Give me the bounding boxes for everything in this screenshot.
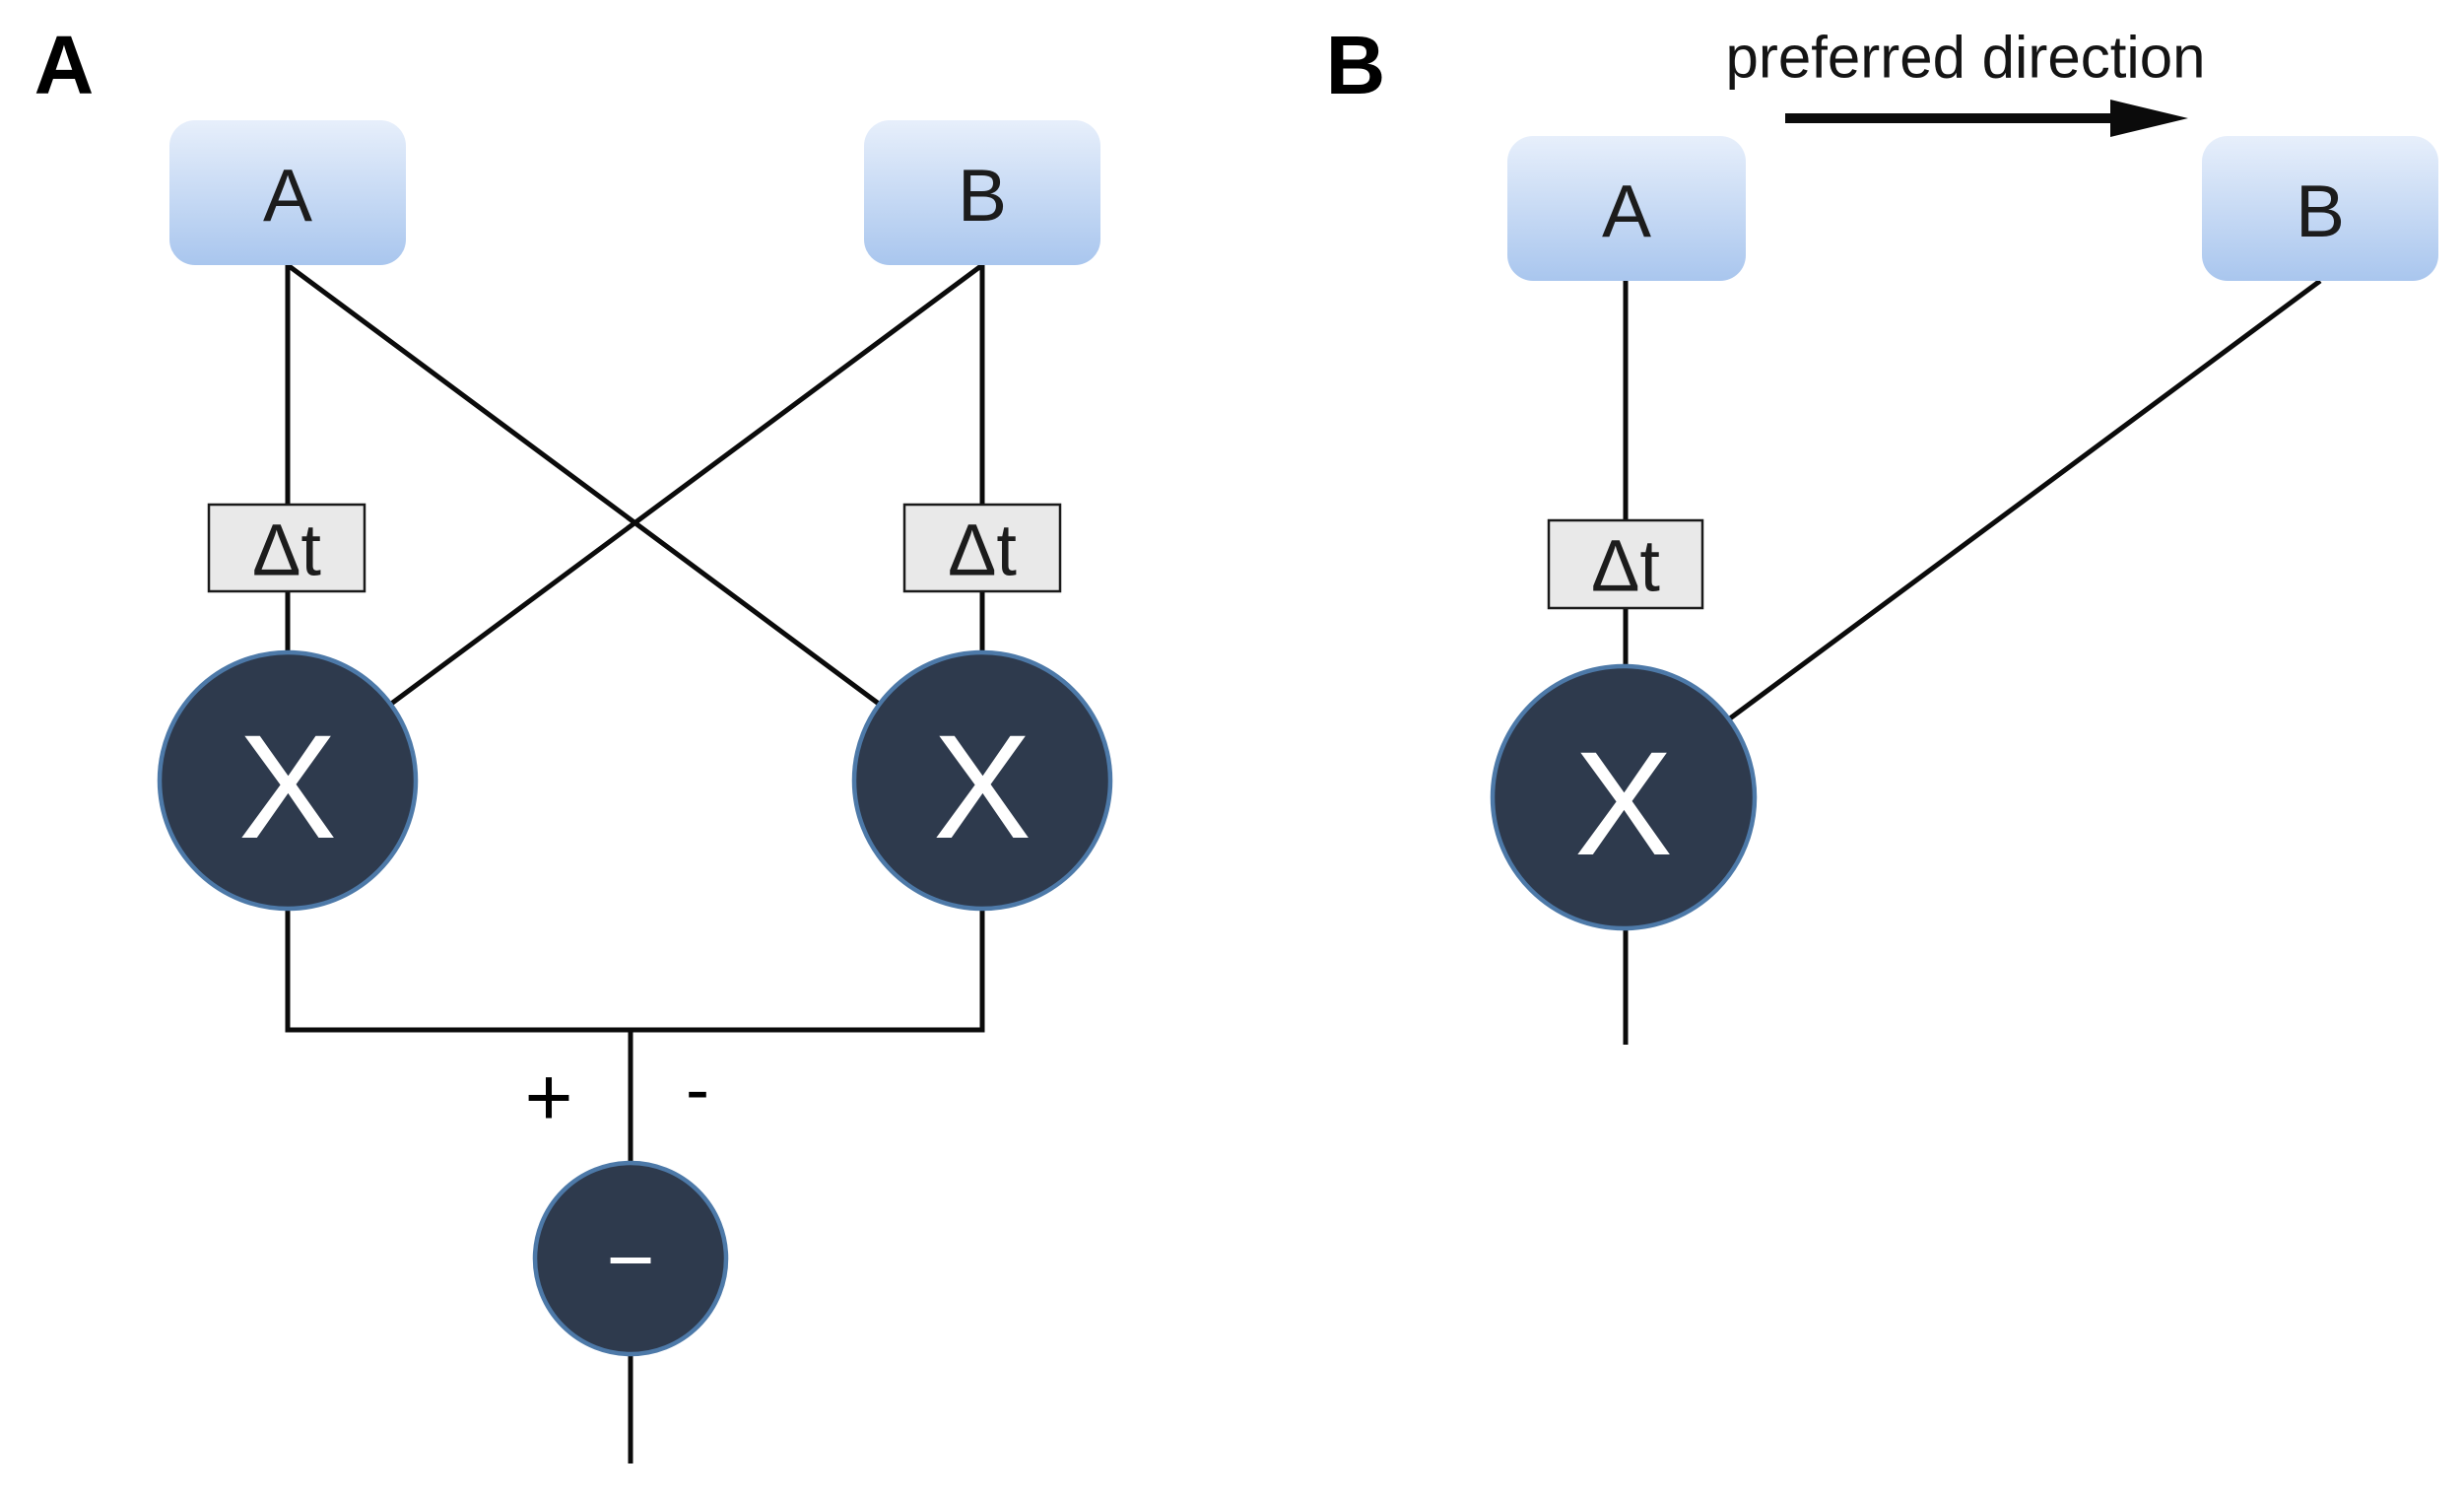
- multiplier-right-circle: [851, 649, 1113, 912]
- multiplier-left-label: X: [238, 704, 337, 869]
- plus-sign: +: [524, 1051, 572, 1143]
- right-arrow-icon: [1785, 100, 2188, 137]
- panel-b: B preferred direction A B Δt X: [1326, 19, 2438, 1045]
- multiplier-left-circle: [157, 649, 419, 912]
- input-node-a-b: A: [1507, 136, 1746, 281]
- input-a-label: A: [263, 154, 312, 237]
- input-b-label: B: [958, 154, 1007, 237]
- input-node-a: A: [169, 120, 406, 265]
- panel-a-label: A: [34, 19, 95, 111]
- multiplier-right-label: X: [933, 704, 1032, 869]
- delay-node-left: Δt: [207, 503, 366, 593]
- multiplier-node-b: X: [1490, 663, 1758, 931]
- panel-b-wires: [1622, 278, 2322, 1045]
- subtraction-circle: [532, 1160, 729, 1357]
- panel-a: A A B Δt Δt X X: [34, 19, 1113, 1464]
- minus-sign: -: [686, 1051, 709, 1129]
- input-b-box: [864, 120, 1100, 265]
- multiplier-node-left: X: [157, 649, 419, 912]
- input-node-b: B: [864, 120, 1100, 265]
- panel-b-delay-box: [1547, 518, 1704, 610]
- input-node-b-b: B: [2202, 136, 2438, 281]
- subtraction-label: −: [606, 1213, 654, 1306]
- panel-b-input-b-label: B: [2296, 170, 2345, 252]
- panel-b-multiplier-circle: [1490, 663, 1758, 931]
- panel-b-input-a-label: A: [1602, 170, 1651, 252]
- panel-b-delay-label: Δt: [1591, 525, 1660, 607]
- delay-right-label: Δt: [948, 510, 1017, 591]
- delay-node-b: Δt: [1547, 518, 1704, 610]
- subtraction-node: −: [532, 1160, 729, 1357]
- right-arrow-head: [2110, 100, 2188, 137]
- delay-left-label: Δt: [252, 510, 321, 591]
- panel-b-label: B: [1326, 19, 1386, 111]
- panel-b-multiplier-label: X: [1574, 720, 1673, 886]
- panel-a-wires: [285, 262, 985, 1464]
- panel-b-input-a-box: [1507, 136, 1746, 281]
- delay-node-right: Δt: [902, 503, 1062, 593]
- input-a-box: [169, 120, 406, 265]
- multiplier-node-right: X: [851, 649, 1113, 912]
- delay-right-box: [902, 503, 1062, 593]
- preferred-direction-label: preferred direction: [1726, 25, 2206, 91]
- delay-left-box: [207, 503, 366, 593]
- panel-b-input-b-box: [2202, 136, 2438, 281]
